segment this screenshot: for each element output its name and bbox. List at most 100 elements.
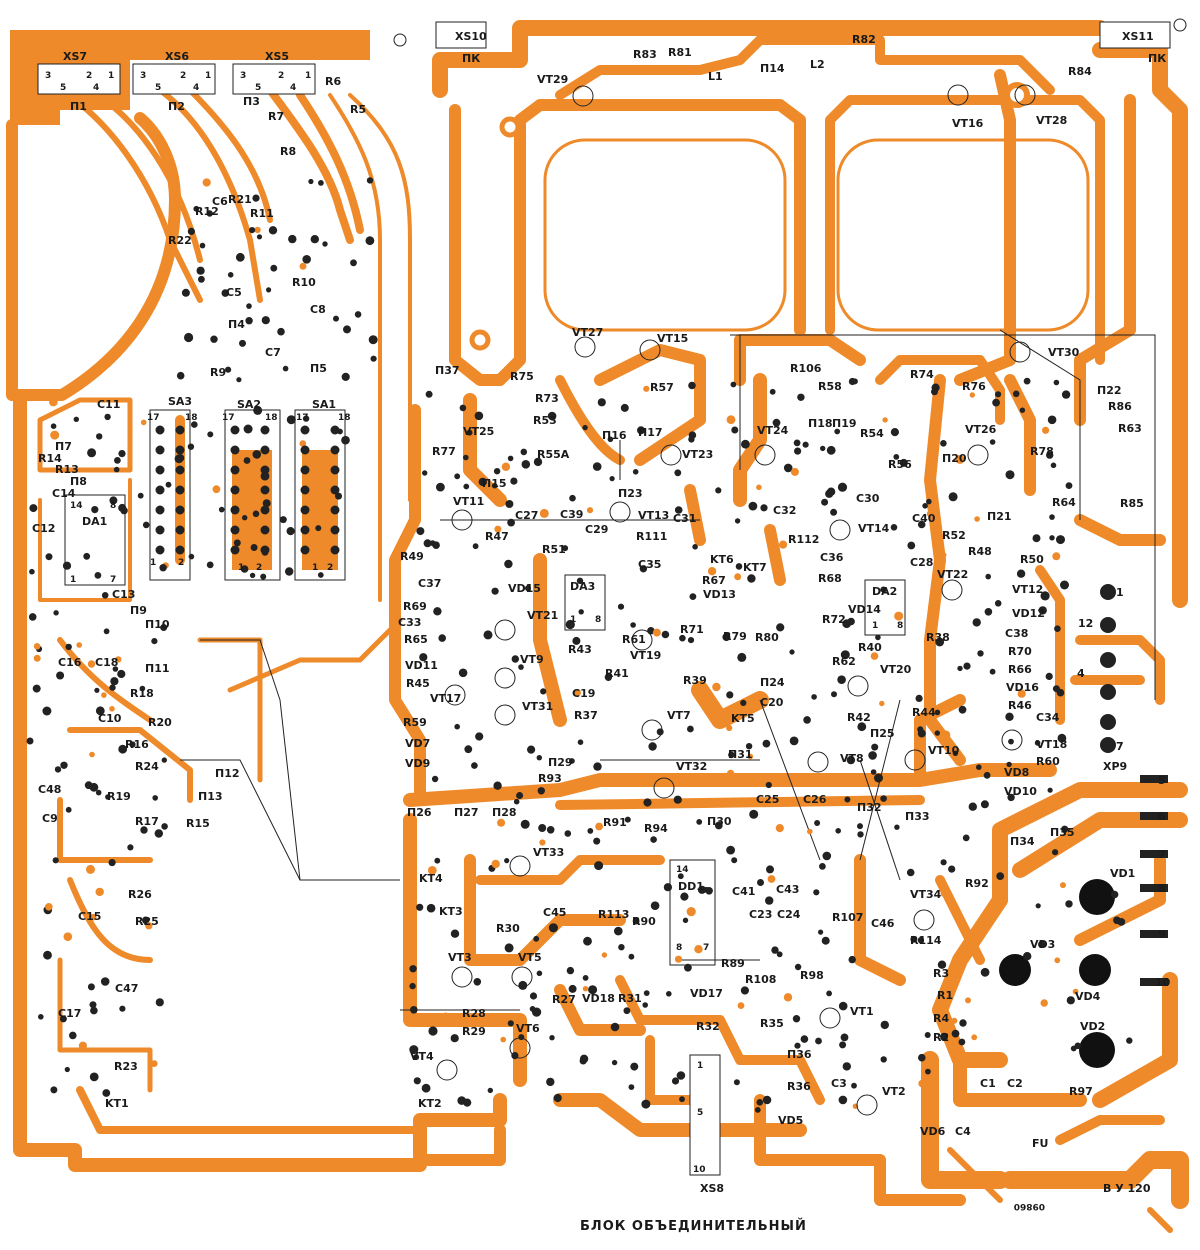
solder-pad [539,508,549,518]
solder-pad [354,311,362,318]
solder-pad [652,628,661,637]
solder-pad [762,739,771,748]
solder-pad [840,1033,849,1042]
solder-pad [501,462,511,471]
switch-contact-pad [330,525,340,535]
solder-pad [826,990,832,997]
pin-label: 4 [1077,667,1085,680]
solder-pad [940,440,947,447]
solder-pad [677,873,684,880]
label-r13: R13 [55,463,79,476]
solder-pad [794,963,802,971]
label-r36: R36 [787,1080,811,1093]
pin-label: 8 [595,615,601,625]
solder-pad [583,936,592,946]
solder-pad [679,634,686,642]
solder-pad [537,787,545,795]
label-p13: П13 [198,790,223,803]
pin-label: 4 [193,83,199,93]
switch-contact-pad [155,425,165,435]
label-r52: R52 [942,529,966,542]
solder-pad [793,439,801,447]
solder-pad [992,398,1000,407]
label-r58: R58 [818,380,842,393]
solder-pad [918,1079,926,1088]
label-vt11: VT11 [453,495,484,508]
label-r72: R72 [822,613,846,626]
label-p1: П1 [70,100,87,113]
switch-contact-pad [175,445,185,455]
solder-pad [464,745,473,754]
solder-pad [493,468,501,475]
solder-pad [1035,903,1041,909]
label-l1: L1 [708,70,723,83]
solder-pad [497,818,506,827]
solder-pad [959,1019,967,1027]
ic-da3 [564,574,606,631]
pin-label: 7 [110,575,116,585]
solder-pad [104,413,111,421]
solder-pad [941,730,951,740]
label-r77: R77 [432,445,456,458]
solder-pad [980,967,990,977]
label-vt6: VT6 [516,1022,540,1035]
label-r22: R22 [168,234,192,247]
switch-contact-pad [155,525,165,535]
solder-pad [593,762,602,771]
solder-pad [968,802,977,811]
solder-pad [198,275,205,283]
solder-pad [161,823,168,830]
solder-pad [427,866,437,875]
label-vt15: VT15 [657,332,688,345]
solder-pad [202,178,211,187]
solder-pad [934,730,940,736]
solder-pad [783,993,793,1002]
solder-pad [87,448,97,458]
solder-pad [73,416,80,422]
switch-contact-pad [330,545,340,555]
label-vt24: VT24 [757,424,789,437]
label-r80: R80 [755,631,779,644]
solder-pad [870,652,879,660]
switch-contact-pad [230,505,240,515]
label-p20: П20 [942,452,967,465]
label-r15: R15 [186,817,210,830]
label-r9: R9 [210,366,226,379]
solder-pad [674,506,683,514]
solder-pad [549,1035,555,1041]
label-vt8: VT8 [840,752,864,765]
solder-pad [137,492,144,499]
solder-pad [155,998,164,1007]
solder-pad [807,828,813,835]
label-r50: R50 [1020,553,1044,566]
solder-pad [870,769,877,775]
solder-pad [32,684,41,693]
solder-pad [368,335,378,345]
solder-pad [697,885,707,894]
switch-contact-pad [260,425,270,435]
solder-pad [722,633,731,642]
solder-pad [109,496,118,505]
label-r49: R49 [400,550,424,563]
switch-contact-pad [175,485,185,495]
solder-pad [525,585,531,592]
solder-pad [110,677,119,686]
solder-pad [233,539,241,547]
solder-pad [641,1099,651,1109]
solder-pad [50,1086,58,1094]
solder-pad [579,1054,589,1064]
solder-pad [696,409,703,416]
label-vt3: VT3 [448,951,472,964]
solder-pad [940,890,948,897]
label-c9: C9 [42,812,58,825]
switch-contact-pad [330,425,340,435]
solder-pad [1047,415,1057,425]
label-r89: R89 [721,957,745,970]
label-p25: П25 [870,727,895,740]
solder-pad [1023,377,1031,385]
solder-pad [740,986,750,995]
solder-pad [995,391,1002,398]
label-kt2: KT2 [418,1097,442,1110]
label-r14: R14 [38,452,62,465]
solder-pad [1056,535,1065,545]
